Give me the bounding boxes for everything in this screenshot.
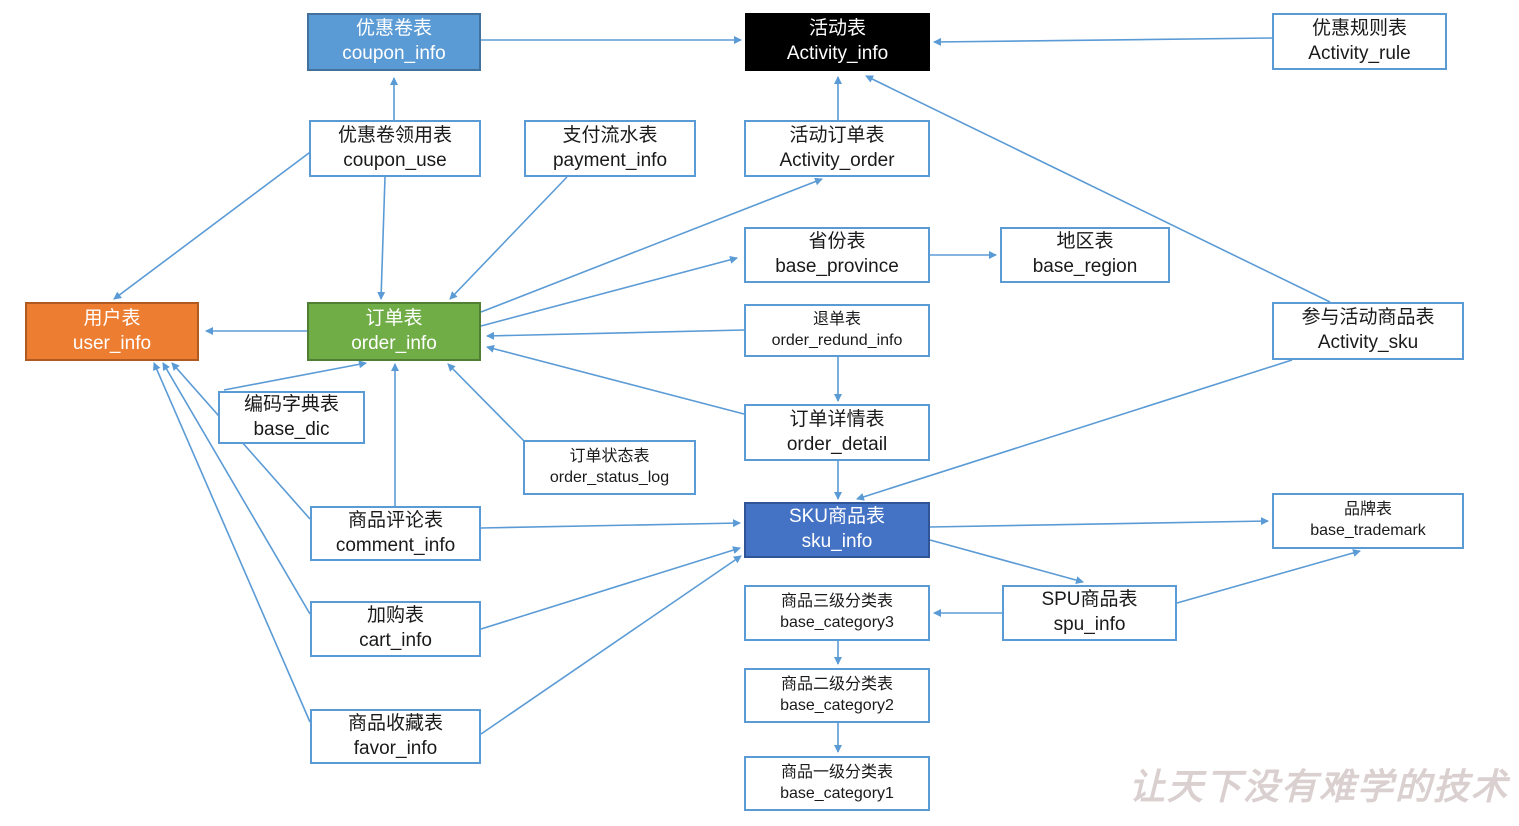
node-base-category2-label-cn: 商品二级分类表	[780, 675, 893, 693]
node-activity-sku-label-cn: 参与活动商品表	[1301, 307, 1435, 329]
node-base-category1-label-cn: 商品一级分类表	[780, 763, 893, 781]
node-cart-info: 加购表 cart_info	[310, 601, 481, 657]
edge-cart_info-sku_info	[480, 546, 741, 630]
node-order-redund-info: 退单表 order_redund_info	[744, 304, 930, 357]
node-order-detail: 订单详情表 order_detail	[744, 404, 930, 461]
node-activity-info-label-en: Activity_info	[786, 43, 889, 64]
node-base-category1-label-en: base_category1	[780, 784, 894, 802]
node-base-dic: 编码字典表 base_dic	[218, 391, 365, 444]
node-order-status-log: 订单状态表 order_status_log	[523, 440, 696, 495]
node-base-region-label-cn: 地区表	[1056, 231, 1114, 253]
node-activity-info-label-cn: 活动表	[808, 18, 866, 40]
node-coupon-info-label-en: coupon_info	[342, 43, 446, 64]
node-order-detail-label-cn: 订单详情表	[789, 408, 885, 430]
node-spu-info: SPU商品表 spu_info	[1002, 585, 1177, 641]
node-base-category3-label-en: base_category3	[780, 614, 894, 631]
edge-coupon_use-order_info	[377, 176, 386, 300]
edge-spu_info-base_trademark	[1176, 549, 1361, 604]
node-favor-info-label-en: favor_info	[353, 737, 438, 759]
node-favor-info-label-cn: 商品收藏表	[347, 712, 443, 734]
node-payment-info: 支付流水表 payment_info	[524, 120, 696, 177]
node-order-info-label-cn: 订单表	[365, 307, 423, 329]
edge-sku_info-base_trademark	[929, 517, 1269, 528]
node-order-status-log-label-cn: 订单状态表	[569, 447, 650, 465]
node-coupon-use: 优惠卷领用表 coupon_use	[309, 120, 481, 177]
node-payment-info-label-en: payment_info	[552, 149, 668, 171]
node-spu-info-label-en: spu_info	[1053, 614, 1126, 635]
node-coupon-use-label-en: coupon_use	[343, 149, 447, 171]
node-comment-info-label-en: comment_info	[335, 534, 456, 556]
node-activity-order-label-en: Activity_order	[779, 149, 895, 171]
edge-favor_info-user_info	[153, 362, 311, 723]
node-base-dic-label-cn: 编码字典表	[243, 393, 339, 415]
node-spu-info-label-cn: SPU商品表	[1041, 589, 1138, 611]
node-order-redund-info-label-cn: 退单表	[812, 310, 861, 328]
node-comment-info: 商品评论表 comment_info	[310, 506, 481, 561]
node-coupon-use-label-cn: 优惠卷领用表	[337, 124, 452, 146]
node-base-dic-label-en: base_dic	[253, 418, 330, 440]
node-activity-rule: 优惠规则表 Activity_rule	[1272, 13, 1447, 70]
node-sku-info: SKU商品表 sku_info	[744, 502, 930, 558]
edge-base_dic-order_info	[223, 360, 367, 391]
node-cart-info-label-cn: 加购表	[366, 605, 424, 627]
node-base-category2-label-en: base_category2	[780, 696, 894, 714]
edge-comment_info-sku_info	[480, 519, 741, 529]
node-base-category2: 商品二级分类表 base_category2	[744, 668, 930, 723]
node-activity-sku: 参与活动商品表 Activity_sku	[1272, 302, 1464, 360]
edge-sku_info-spu_info	[929, 539, 1084, 585]
node-base-region-label-en: base_region	[1032, 256, 1138, 277]
edge-cart_info-user_info	[162, 362, 311, 615]
node-comment-info-label-cn: 商品评论表	[347, 509, 443, 531]
edge-activity_sku-activity_info	[865, 75, 1331, 303]
edge-activity_sku-sku_info	[856, 359, 1293, 501]
node-sku-info-label-en: sku_info	[801, 531, 873, 552]
edge-order_info-base_province	[480, 255, 738, 327]
node-order-info: 订单表 order_info	[307, 302, 481, 361]
node-base-trademark: 品牌表 base_trademark	[1272, 493, 1464, 549]
node-favor-info: 商品收藏表 favor_info	[310, 709, 481, 764]
node-base-category3: 商品三级分类表 base_category3	[744, 585, 930, 641]
edge-order_info-activity_order	[480, 177, 823, 313]
node-coupon-info-label-cn: 优惠卷表	[355, 18, 432, 40]
node-activity-order-label-cn: 活动订单表	[789, 124, 885, 146]
node-order-status-log-label-en: order_status_log	[549, 468, 670, 486]
node-sku-info-label-cn: SKU商品表	[788, 506, 886, 528]
edge-payment_info-order_info	[449, 176, 568, 300]
node-base-category1: 商品一级分类表 base_category1	[744, 756, 930, 811]
node-order-info-label-en: order_info	[351, 332, 437, 354]
node-cart-info-label-en: cart_info	[359, 630, 432, 651]
node-payment-info-label-cn: 支付流水表	[562, 124, 658, 146]
node-activity-rule-label-en: Activity_rule	[1308, 42, 1411, 64]
node-activity-sku-label-en: Activity_sku	[1317, 332, 1419, 353]
node-activity-rule-label-cn: 优惠规则表	[1311, 17, 1407, 39]
edge-activity_rule-activity_info	[933, 37, 1273, 46]
watermark: 让天下没有难学的技术	[1128, 766, 1509, 808]
node-base-region: 地区表 base_region	[1000, 227, 1170, 283]
node-base-province-label-cn: 省份表	[808, 231, 866, 253]
node-coupon-info: 优惠卷表 coupon_info	[307, 13, 481, 71]
edge-order_status_log-order_info	[447, 363, 525, 442]
node-base-trademark-label-cn: 品牌表	[1343, 501, 1392, 519]
node-order-detail-label-en: order_detail	[786, 433, 888, 455]
edge-order_detail-order_info	[486, 344, 745, 415]
node-activity-info: 活动表 Activity_info	[745, 13, 930, 71]
edge-coupon_use-user_info	[113, 149, 314, 300]
node-base-province-label-en: base_province	[775, 256, 899, 277]
node-base-province: 省份表 base_province	[744, 227, 930, 283]
node-base-trademark-label-en: base_trademark	[1310, 522, 1426, 539]
node-user-info: 用户表 user_info	[25, 302, 199, 361]
edge-favor_info-sku_info	[480, 555, 742, 735]
node-user-info-label-cn: 用户表	[83, 307, 141, 329]
node-user-info-label-en: user_info	[72, 332, 152, 354]
edge-order_redund_info-order_info	[486, 329, 745, 340]
node-order-redund-info-label-en: order_redund_info	[771, 331, 903, 349]
node-base-category3-label-cn: 商品三级分类表	[780, 593, 893, 611]
node-activity-order: 活动订单表 Activity_order	[744, 120, 930, 177]
